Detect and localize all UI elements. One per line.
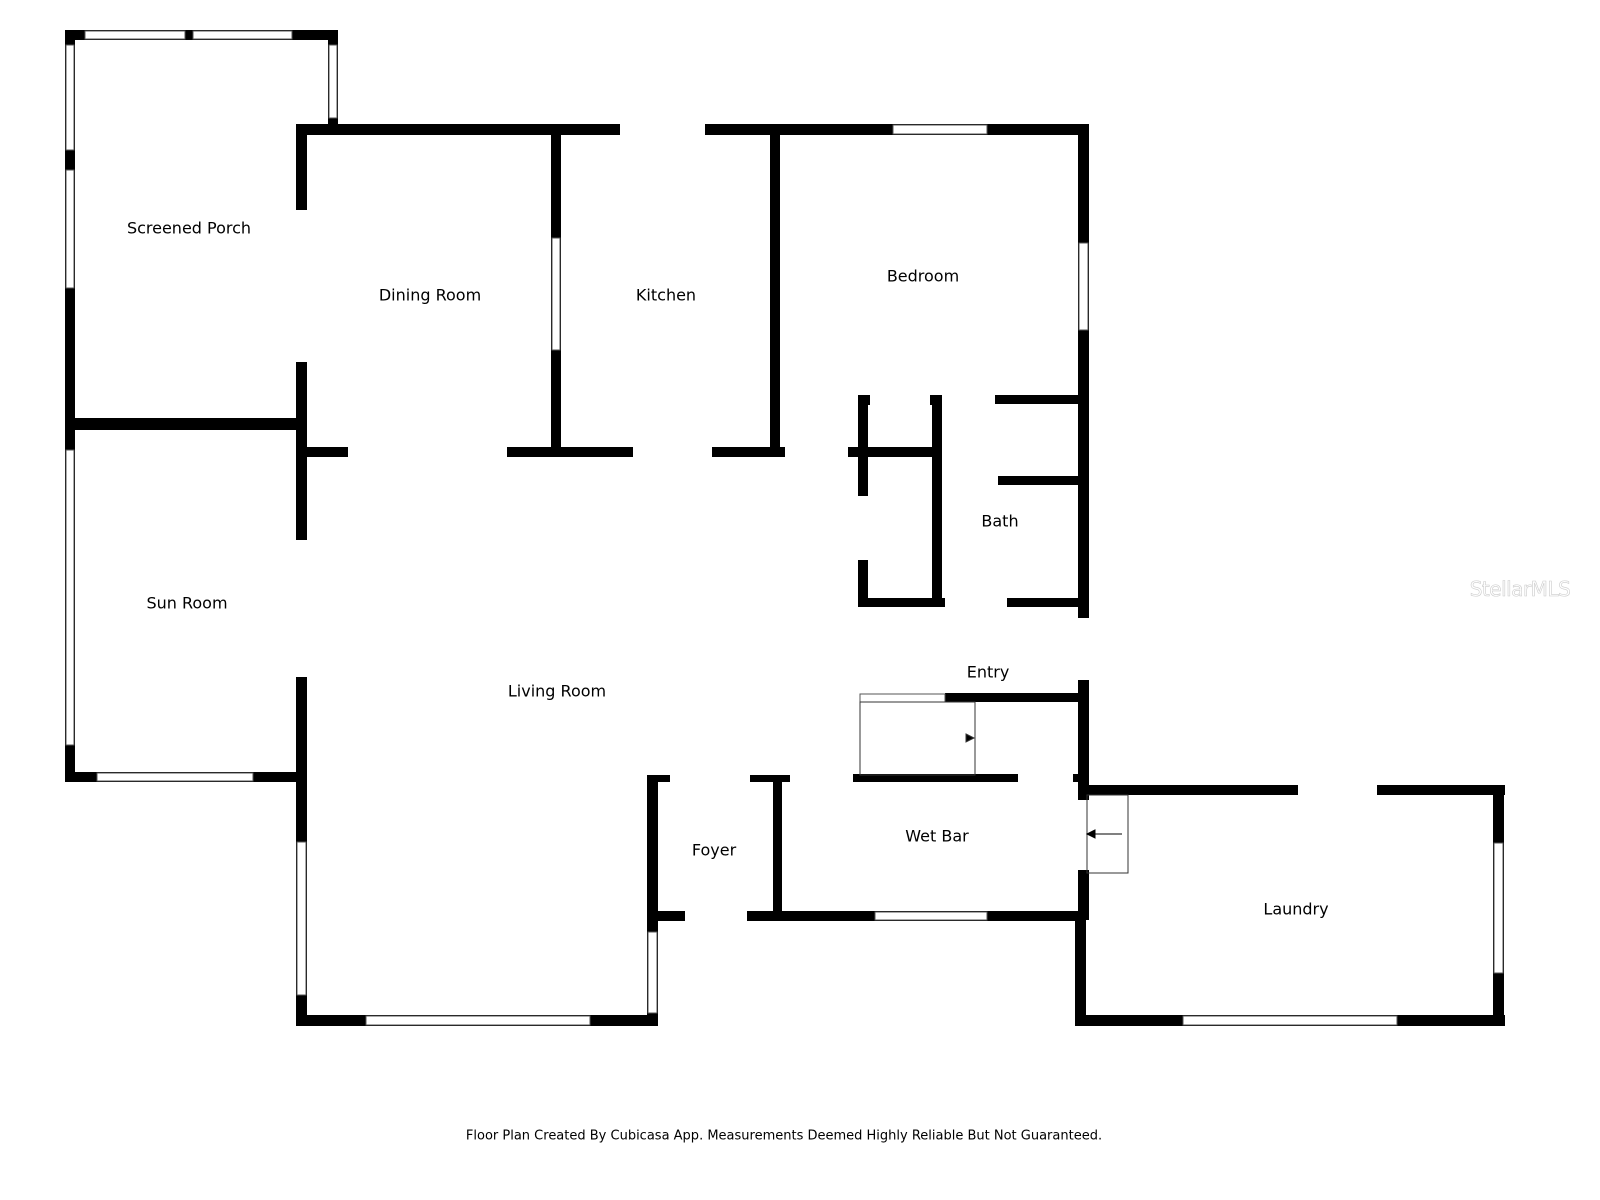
wall: [1078, 680, 1089, 800]
wall: [1073, 774, 1085, 782]
staircase: [859, 701, 976, 776]
room-label-sun-room: Sun Room: [146, 593, 228, 613]
wall: [296, 430, 307, 540]
wall: [296, 124, 307, 210]
window: [296, 841, 307, 996]
window: [328, 44, 338, 119]
wall: [1078, 124, 1089, 618]
wall: [1078, 785, 1298, 795]
room-label-living-room: Living Room: [507, 681, 607, 701]
window: [647, 931, 658, 1014]
room-label-laundry: Laundry: [1263, 899, 1329, 919]
window: [365, 1015, 591, 1026]
wall: [307, 447, 348, 457]
window: [96, 772, 254, 782]
window: [874, 911, 988, 921]
room-label-bedroom: Bedroom: [886, 266, 960, 286]
room-label-kitchen: Kitchen: [635, 285, 697, 305]
wall: [1078, 870, 1089, 920]
wall: [296, 124, 620, 135]
wall: [932, 395, 942, 607]
wall: [770, 135, 780, 457]
stairs: [859, 701, 1129, 874]
walls: [65, 30, 1505, 1026]
wall: [647, 911, 685, 921]
wall: [296, 362, 307, 430]
window: [859, 693, 946, 703]
window: [1182, 1015, 1398, 1026]
window: [1493, 842, 1504, 974]
window: [65, 44, 75, 151]
wall: [647, 775, 670, 782]
wall: [858, 395, 868, 496]
wall: [773, 775, 782, 921]
window: [1078, 242, 1089, 331]
room-label-entry: Entry: [966, 662, 1010, 682]
wall: [507, 447, 633, 457]
wall: [995, 395, 1080, 404]
watermark: StellarMLS: [1469, 577, 1571, 602]
wall: [1007, 598, 1080, 607]
wall: [858, 560, 868, 607]
wall: [750, 775, 790, 782]
windows: [65, 30, 1504, 1026]
wall: [65, 418, 307, 430]
wall: [712, 447, 785, 457]
room-label-foyer: Foyer: [691, 840, 737, 860]
wall: [858, 598, 945, 607]
room-label-wet-bar: Wet Bar: [905, 826, 969, 846]
window: [65, 169, 75, 289]
wall: [998, 476, 1080, 485]
window: [65, 449, 75, 746]
footer-disclaimer: Floor Plan Created By Cubicasa App. Meas…: [465, 1128, 1103, 1144]
stair-arrow-icon: [965, 733, 976, 743]
room-label-screened-porch: Screened Porch: [126, 218, 252, 238]
wall: [1377, 785, 1505, 795]
wall: [647, 775, 658, 1026]
wall: [65, 30, 75, 782]
wall: [945, 693, 1080, 702]
wall: [858, 395, 870, 405]
stair-arrow-icon: [1085, 829, 1122, 839]
window: [551, 237, 561, 351]
window: [892, 124, 988, 135]
wall: [853, 774, 1018, 782]
window: [84, 30, 186, 40]
room-label-bath: Bath: [981, 511, 1019, 531]
window: [192, 30, 293, 40]
room-label-dining-room: Dining Room: [378, 285, 482, 305]
wall: [1075, 911, 1086, 1026]
wall: [848, 447, 935, 457]
